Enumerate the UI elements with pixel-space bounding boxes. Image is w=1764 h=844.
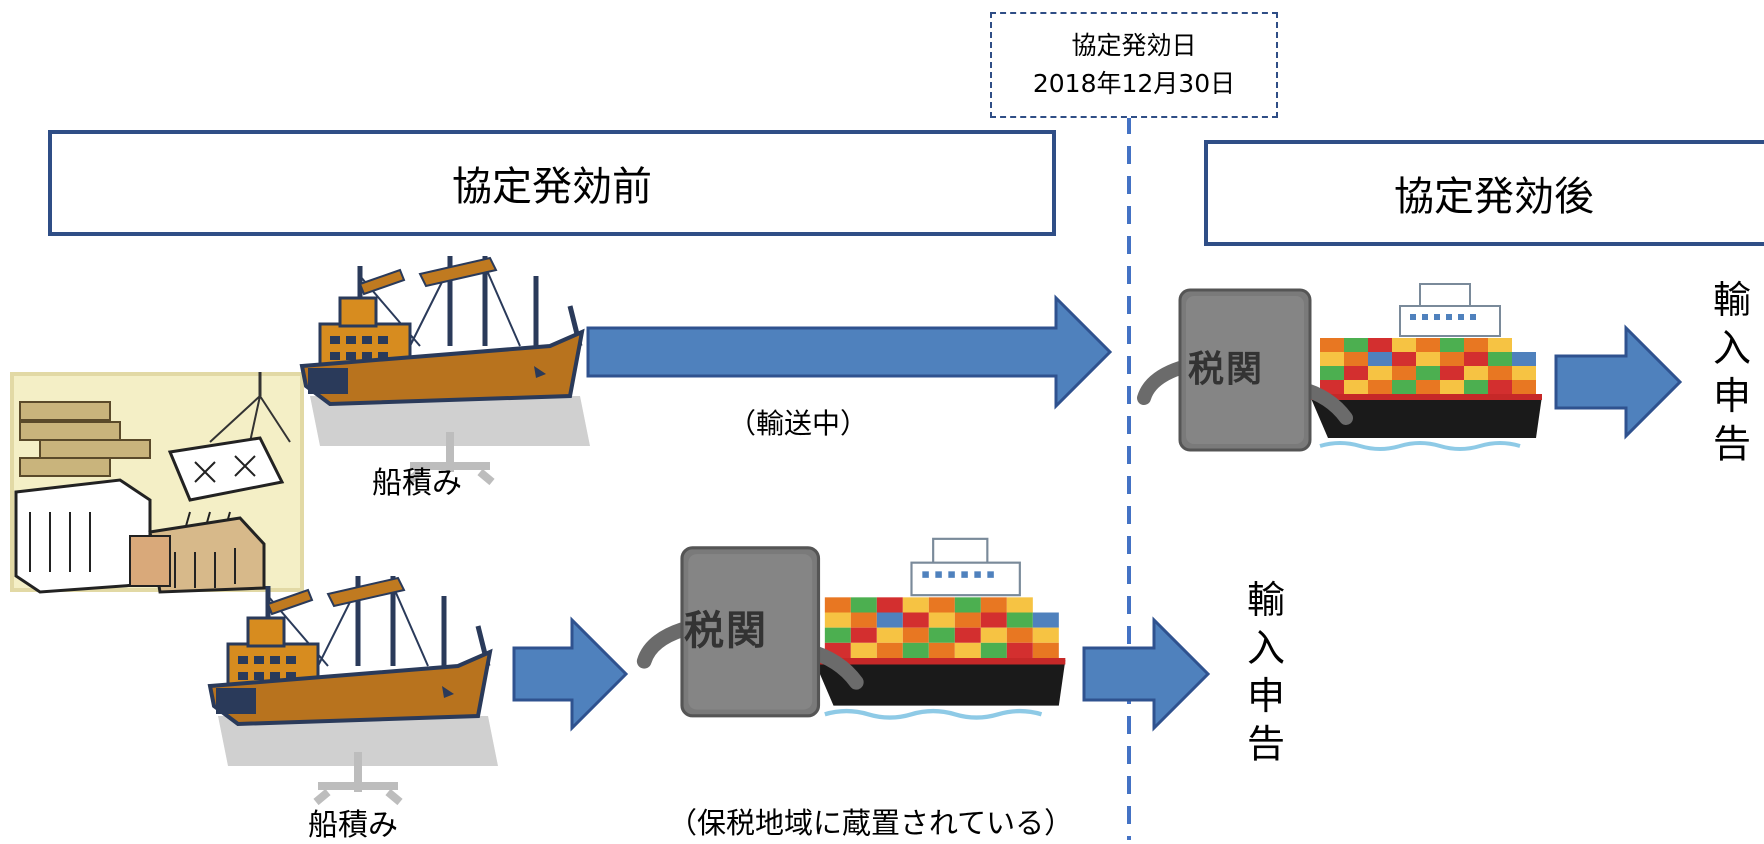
customs-building-icon-top [1137,288,1353,452]
customs-to-import-arrow [1082,616,1211,732]
customs-label-top: 税関 [1188,349,1265,390]
after-import-arrow [1554,324,1683,440]
effective-date-value: 2018年12月30日 [1032,69,1236,98]
cargo-ship-icon-bottom [207,576,498,806]
in-transit-arrow [586,294,1113,410]
cargo-ship-icon-top [299,256,590,486]
before-effective-header-label: 協定発効前 [452,164,652,210]
in-transit-label: （輸送中） [728,407,869,440]
after-effective-header: 協定発効後 [1204,140,1764,246]
before-effective-header: 協定発効前 [48,130,1056,236]
port-cargo-illustration [10,372,304,594]
customs-container-ship-bottom: 税関 [636,532,1080,732]
customs-building-icon-bottom [636,546,864,718]
import-declaration-label-right: 輸入申告 [1712,278,1751,466]
loading-label-top: 船積み [372,466,462,501]
loading-to-customs-arrow [512,616,629,732]
effective-date-title: 協定発効日 [1071,31,1197,60]
effective-date-divider [1127,116,1131,840]
customs-container-ship-top: 税関 [1137,280,1550,460]
import-declaration-label-middle: 輸入申告 [1246,578,1285,766]
after-effective-header-label: 協定発効後 [1394,174,1594,220]
customs-label-bottom: 税関 [684,608,768,654]
bonded-area-label: （保税地域に蔵置されている） [668,806,1074,840]
container-ship-icon-bottom [814,537,1066,720]
container-ship-icon-top [1310,283,1542,451]
loading-label-bottom: 船積み [308,808,398,843]
effective-date-box: 協定発効日 2018年12月30日 [990,12,1278,118]
